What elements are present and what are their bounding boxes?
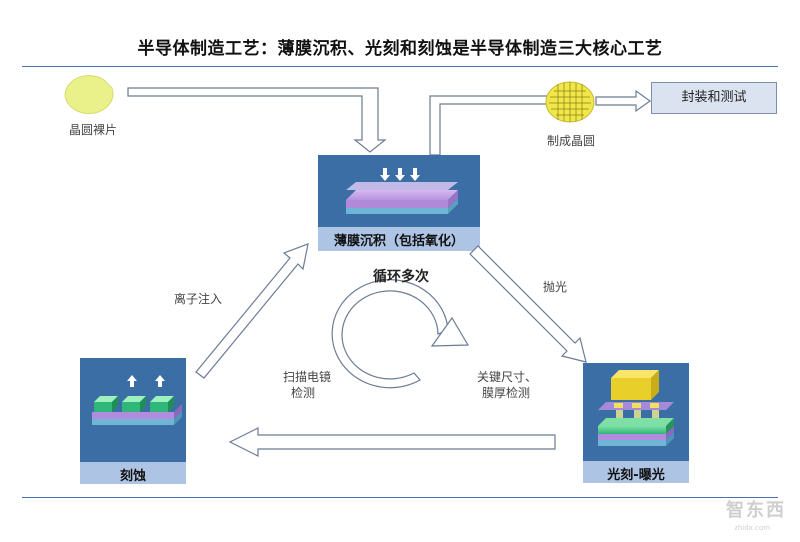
bottom-divider: [22, 497, 778, 498]
raw-wafer-icon: [64, 75, 114, 115]
arrow-finished-to-package: [595, 89, 652, 113]
package-test-box: 封装和测试: [651, 82, 777, 114]
sem-check-label-line1: 扫描电镜: [283, 370, 332, 384]
ion-implant-label: 离子注入: [174, 292, 223, 306]
top-divider: [22, 66, 778, 67]
cycle-label: 循环多次: [373, 269, 429, 285]
etch-box: [80, 358, 186, 484]
lithography-label: 光刻-曝光: [607, 468, 665, 483]
lithography-box: [583, 363, 689, 483]
finished-wafer-label: 制成晶圆: [546, 134, 595, 148]
cd-check-label-line2: 膜厚检测: [482, 386, 531, 400]
cycle-arrow-icon: [331, 279, 470, 389]
raw-wafer-label: 晶圆裸片: [68, 123, 117, 137]
etch-label: 刻蚀: [119, 469, 146, 484]
arrow-deposition-to-lithography: [469, 245, 587, 363]
watermark-logo: 智东西: [726, 500, 786, 521]
polish-label: 抛光: [543, 280, 568, 294]
cd-check-label-line1: 关键尺寸、: [477, 370, 538, 384]
finished-wafer-icon: [545, 81, 595, 123]
sem-check-label-line2: 检测: [291, 386, 316, 400]
arrow-deposition-to-finished: [429, 95, 549, 156]
deposition-box: [318, 155, 480, 251]
deposition-label: 薄膜沉积（包括氧化）: [333, 234, 464, 249]
arrow-etch-to-deposition: [195, 243, 309, 379]
arrow-wafer-to-deposition: [127, 87, 387, 153]
arrow-lithography-to-etch: [228, 427, 556, 457]
watermark-url: zhidx.com: [734, 524, 770, 532]
page-title: 半导体制造工艺：薄膜沉积、光刻和刻蚀是半导体制造三大核心工艺: [137, 39, 663, 59]
